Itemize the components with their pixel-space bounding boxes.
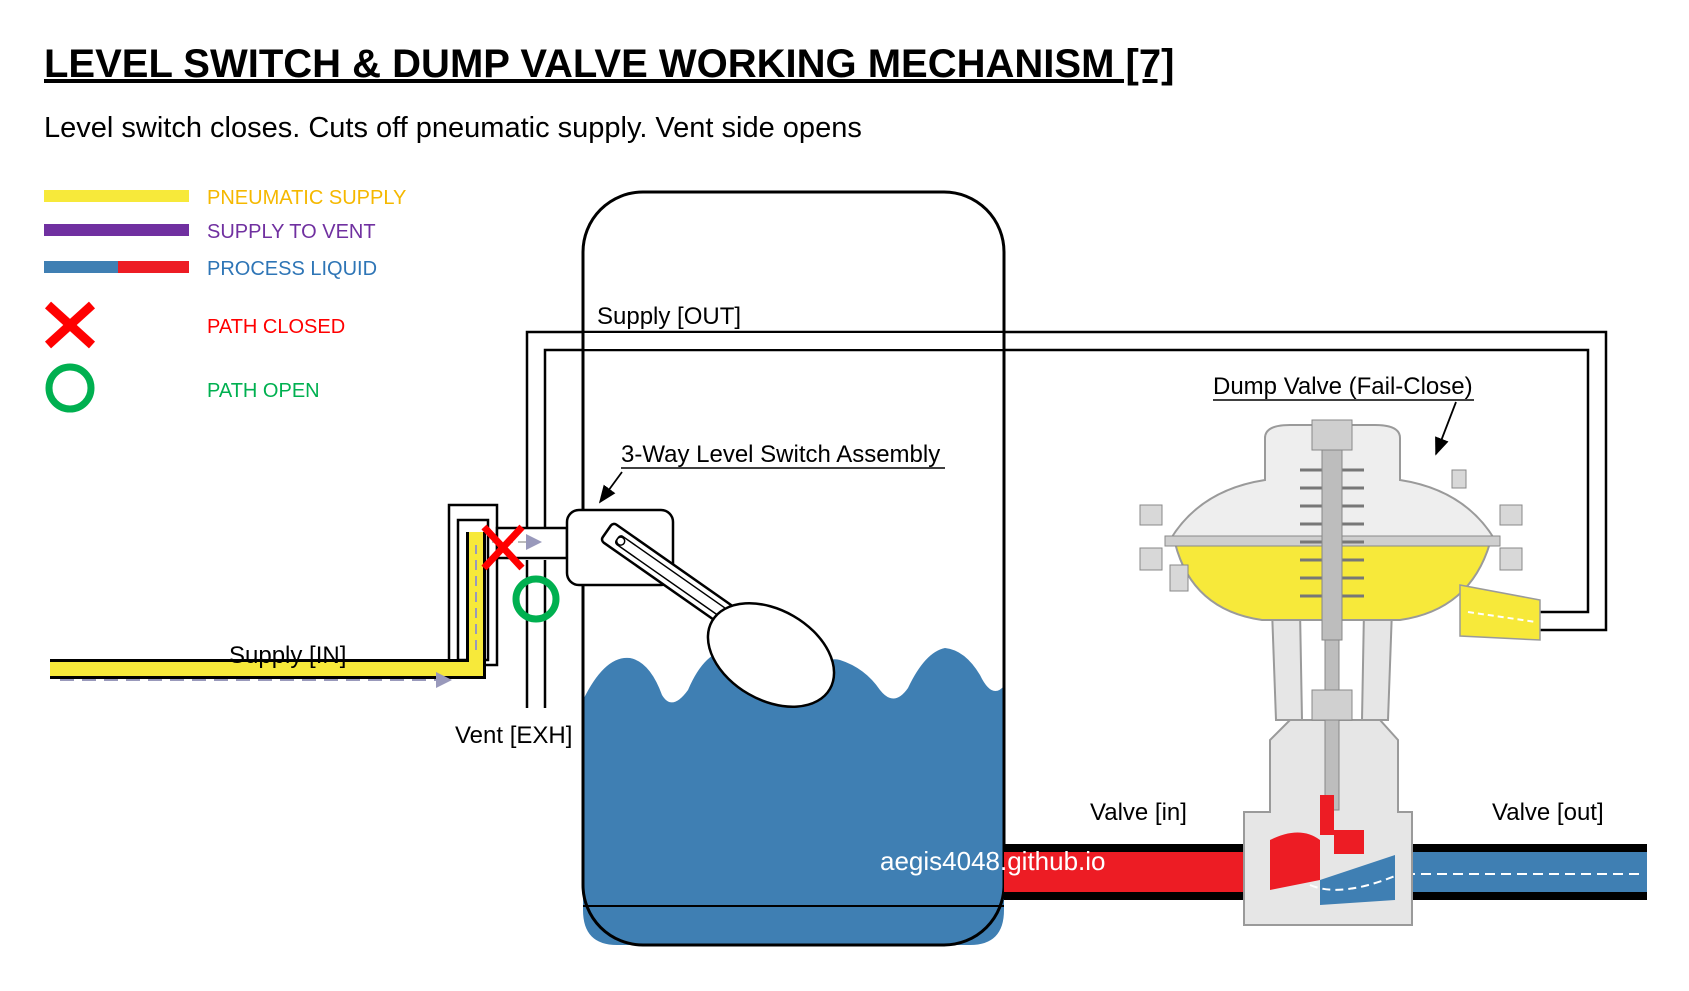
open-circle-icon — [512, 575, 560, 623]
dump-valve-pointer — [1435, 401, 1457, 456]
legend-vent-label: SUPPLY TO VENT — [207, 221, 376, 243]
legend-pneumatic-swatch — [44, 190, 189, 202]
closed-x-icon — [481, 524, 525, 571]
level-switch-pointer — [598, 471, 623, 504]
watermark: aegis4048.github.io — [880, 846, 1106, 876]
supply-out-tubing — [525, 330, 1608, 632]
tubing-mask-tank — [584, 333, 1003, 349]
legend-vent-swatch — [44, 224, 189, 236]
closed-x-icon — [44, 301, 96, 349]
process-inlet-pipe — [1004, 844, 1244, 900]
legend-liquid-label: PROCESS LIQUID — [207, 258, 377, 280]
legend-liquid-red-swatch — [118, 261, 189, 273]
valve-in-label: Valve [in] — [1090, 799, 1187, 826]
dump-valve-label: Dump Valve (Fail-Close) — [1213, 373, 1473, 400]
legend-open-label: PATH OPEN — [207, 380, 320, 402]
valve-out-label: Valve [out] — [1492, 799, 1604, 826]
vent-exh-label: Vent [EXH] — [455, 722, 572, 749]
supply-out-label: Supply [OUT] — [597, 303, 741, 330]
legend: PNEUMATIC SUPPLY SUPPLY TO VENT PROCESS … — [44, 187, 406, 413]
legend-closed-label: PATH CLOSED — [207, 316, 345, 338]
dump-valve — [1139, 419, 1541, 926]
float-ball — [706, 602, 836, 708]
supply-in-line — [50, 532, 486, 688]
legend-liquid-blue-swatch — [44, 261, 118, 273]
open-circle-icon — [45, 363, 95, 413]
level-switch-label: 3-Way Level Switch Assembly — [621, 441, 940, 468]
page-subtitle: Level switch closes. Cuts off pneumatic … — [44, 112, 862, 144]
legend-pneumatic-label: PNEUMATIC SUPPLY — [207, 187, 406, 209]
process-outlet-pipe — [1395, 844, 1647, 900]
tank-liquid — [583, 648, 1004, 945]
supply-in-label: Supply [IN] — [229, 642, 346, 669]
page-title: LEVEL SWITCH & DUMP VALVE WORKING MECHAN… — [44, 42, 1175, 86]
